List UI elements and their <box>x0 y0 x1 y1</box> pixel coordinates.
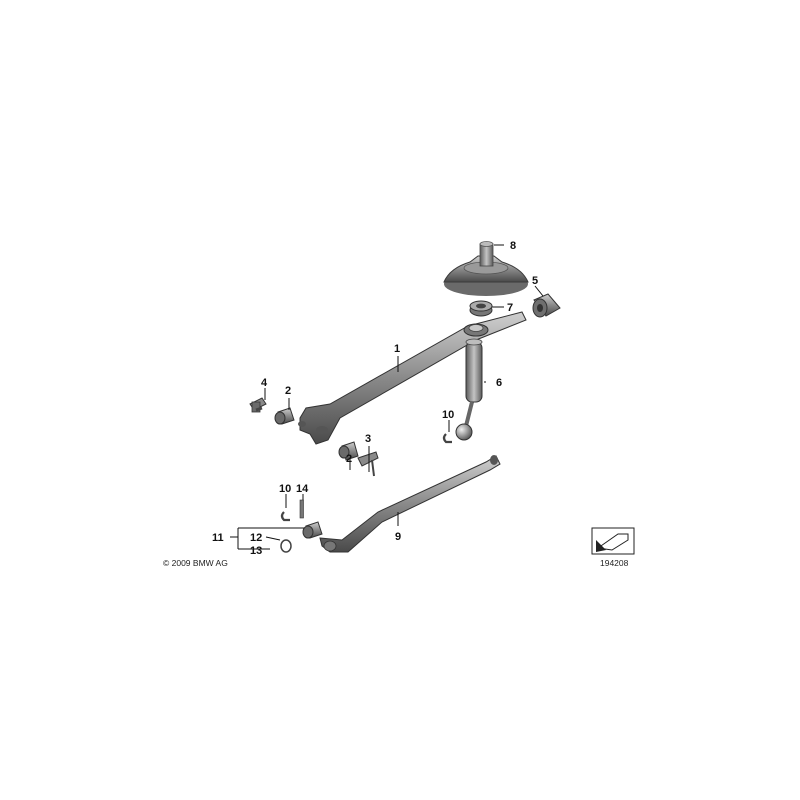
ring-nut-part <box>469 300 493 317</box>
label-part-3: 3 <box>365 433 371 445</box>
label-part-12: 12 <box>250 532 262 544</box>
selector-rod-part <box>319 455 501 553</box>
shift-rod-part <box>455 338 483 441</box>
clip-lower-part <box>280 511 290 522</box>
label-part-4: 4 <box>261 377 268 389</box>
clip-upper-part <box>442 433 452 444</box>
label-part-10-lower: 10 <box>279 483 291 495</box>
part-labels: 1 2 2 3 4 5 6 7 8 9 10 10 11 12 13 14 <box>212 240 538 557</box>
label-part-9: 9 <box>395 531 401 543</box>
label-part-10-upper: 10 <box>442 409 454 421</box>
copyright-text: © 2009 BMW AG <box>163 558 228 568</box>
label-part-8: 8 <box>510 240 516 252</box>
label-part-6: 6 <box>496 377 502 389</box>
label-part-2-lower: 2 <box>346 453 352 465</box>
sleeve-bushing-part <box>302 521 323 539</box>
bushing-part <box>532 293 561 318</box>
bolt-part <box>249 397 267 413</box>
label-part-2-upper: 2 <box>285 385 291 397</box>
bushing-lower-part <box>338 441 359 461</box>
label-part-5: 5 <box>532 275 538 287</box>
shift-lever-arm-part <box>298 311 527 445</box>
label-part-1: 1 <box>394 343 400 355</box>
pin-linkage-part <box>357 451 379 477</box>
label-part-7: 7 <box>507 302 513 314</box>
boot-cover-part <box>443 241 529 296</box>
bushing-upper-part <box>274 407 295 425</box>
o-ring-part <box>280 539 292 553</box>
orientation-arrow-icon <box>591 527 635 555</box>
roll-pin-part <box>299 499 304 519</box>
diagram-number: 194208 <box>600 558 629 568</box>
label-part-11: 11 <box>212 532 224 544</box>
label-part-14: 14 <box>296 483 309 495</box>
leader-lines <box>230 244 544 550</box>
label-part-13: 13 <box>250 545 262 557</box>
